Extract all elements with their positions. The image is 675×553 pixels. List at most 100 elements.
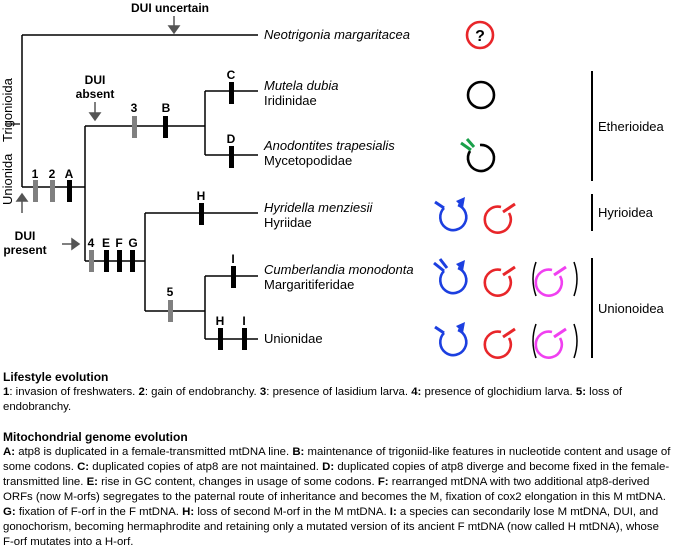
lifestyle-text-1: : invasion of freshwaters.	[9, 386, 139, 398]
question-mtdna-icon	[465, 20, 495, 50]
mito-key-H: H:	[182, 506, 195, 518]
unionidae-f-mtdna-icon	[483, 330, 513, 359]
anodontites-mtdna-icon	[466, 143, 496, 173]
event-label-I-1: I	[231, 252, 234, 266]
taxon-anodontites: Anodontites trapesialis	[263, 138, 395, 153]
event-label-A: A	[65, 167, 74, 181]
unionidae-h-bracket-right	[573, 323, 578, 359]
marker-E	[104, 250, 109, 272]
arrowhead-dui-absent	[88, 112, 102, 122]
mito-key-G: G:	[3, 506, 16, 518]
marker-2	[50, 180, 55, 202]
event-label-D: D	[227, 132, 236, 146]
family-margaritiferidae: Margaritiferidae	[264, 277, 354, 292]
marker-C	[229, 82, 234, 104]
hyridella-m-orf-mark	[434, 200, 445, 210]
lifestyle-key-2: 2	[138, 386, 145, 398]
mito-text-H: loss of second M-orf in the M mtDNA.	[194, 506, 390, 518]
unionidae-m-cox2-mark	[456, 322, 465, 333]
marker-1	[33, 180, 38, 202]
family-unionidae: Unionidae	[264, 331, 323, 346]
cumberlandia-m-orf-mark-1	[433, 261, 445, 273]
lifestyle-text-3: : presence of lasidium larva.	[266, 386, 412, 398]
superfamily-hyrioidea: Hyrioidea	[598, 205, 654, 220]
clade-label-unionida: Unionida	[0, 153, 15, 205]
dui-uncertain-label: DUI uncertain	[131, 1, 209, 15]
mito-key-A: A:	[3, 446, 19, 458]
marker-I-cumberlandia	[231, 266, 236, 288]
cumberlandia-m-mtdna-icon	[439, 266, 468, 295]
mito-text-E: rise in GC content, changes in usage of …	[97, 476, 378, 488]
lifestyle-text-2: : gain of endobranchy.	[144, 386, 260, 398]
mito-text-B: maintenance of trigoniid-like features i…	[3, 446, 671, 473]
superfamily-etherioidea: Etherioidea	[598, 119, 665, 134]
cumberlandia-h-orf-mark	[553, 265, 567, 277]
mutela-mtdna-icon	[466, 80, 496, 110]
taxon-hyridella: Hyridella menziesii	[264, 200, 373, 215]
mito-key-F: F:	[377, 476, 389, 488]
lifestyle-text-5: loss of endobranchy.	[3, 386, 623, 413]
marker-D	[229, 146, 234, 168]
marker-4	[89, 250, 94, 272]
hyridella-f-mtdna-icon	[483, 205, 513, 234]
unionidae-f-orf-mark	[502, 327, 516, 339]
event-label-5: 5	[167, 285, 174, 299]
mito-text-G: fixation of F-orf in the F mtDNA.	[15, 506, 183, 518]
event-label-H: H	[197, 189, 206, 203]
cumberlandia-m-cox2-mark	[456, 260, 465, 271]
family-hyriidae: Hyriidae	[264, 215, 312, 230]
lifestyle-heading: Lifestyle evolution	[3, 370, 109, 384]
cumberlandia-m-orf-mark-2	[438, 258, 449, 269]
marker-B	[163, 116, 168, 138]
unionidae-m-mtdna-icon	[439, 328, 468, 357]
event-label-F: F	[115, 236, 122, 250]
event-label-I-2: I	[242, 314, 245, 328]
mito-text-A: atp8 is duplicated in a female-transmitt…	[18, 446, 293, 458]
mito-key-I: I:	[389, 506, 397, 518]
anodontites-orf-mark-2	[465, 138, 476, 148]
hyridella-f-orf-mark	[502, 202, 516, 214]
mito-key-C: C:	[77, 461, 90, 473]
mito-key-B: B:	[292, 446, 305, 458]
unionidae-h-bracket-left	[532, 323, 537, 359]
arrowhead-dui-uncertain	[167, 25, 181, 35]
mito-text-D: duplicated copies of atp8 diverge and be…	[3, 461, 670, 488]
event-label-C: C	[227, 68, 236, 82]
unionidae-m-orf-mark	[434, 325, 445, 335]
cumberlandia-h-bracket-right	[573, 261, 578, 297]
hyridella-m-cox2-mark	[456, 197, 465, 208]
mito-text-F: rearranged mtDNA with two additional atp…	[3, 476, 666, 503]
lifestyle-legend: Lifestyle evolution 1: invasion of fresh…	[3, 370, 671, 415]
dui-absent-label-2: absent	[76, 87, 115, 101]
lifestyle-key-1: 1	[3, 386, 10, 398]
event-label-G: G	[128, 236, 137, 250]
event-label-E: E	[102, 236, 110, 250]
phylogeny-figure: Trigonioida Unionida DUI uncertain DUI a…	[0, 1, 665, 359]
arrowhead-dui-present-right	[71, 237, 81, 251]
unionidae-h-orf-mark	[553, 327, 567, 339]
family-mycetopodidae: Mycetopodidae	[264, 153, 352, 168]
cumberlandia-h-bracket-left	[532, 261, 537, 297]
superfamily-unionoidea: Unionoidea	[598, 301, 665, 316]
cumberlandia-f-mtdna-icon	[483, 268, 513, 297]
marker-G	[130, 250, 135, 272]
mito-heading: Mitochondrial genome evolution	[3, 430, 188, 444]
marker-A	[67, 180, 72, 202]
marker-5	[168, 300, 173, 322]
lifestyle-key-3: 3	[259, 386, 267, 398]
arrowhead-dui-present-up	[15, 192, 29, 202]
dui-absent-label-1: DUI	[85, 73, 106, 87]
mito-text-I: a species can secondarily lose M mtDNA, …	[3, 506, 659, 548]
unionidae-h-mtdna-icon	[534, 330, 564, 359]
mito-text-C: duplicated copies of atp8 are not mainta…	[89, 461, 323, 473]
marker-3	[132, 116, 137, 138]
family-iridinidae: Iridinidae	[264, 93, 317, 108]
taxon-cumberlandia: Cumberlandia monodonta	[264, 262, 414, 277]
marker-H	[199, 203, 204, 225]
lifestyle-key-4: 4:	[411, 386, 422, 398]
taxon-mutela: Mutela dubia	[264, 78, 338, 93]
tree-branches	[21, 34, 258, 340]
mito-text: A: atp8 is duplicated in a female-transm…	[3, 445, 671, 550]
marker-F	[117, 250, 122, 272]
taxon-neotrigonia: Neotrigonia margaritacea	[264, 27, 410, 42]
